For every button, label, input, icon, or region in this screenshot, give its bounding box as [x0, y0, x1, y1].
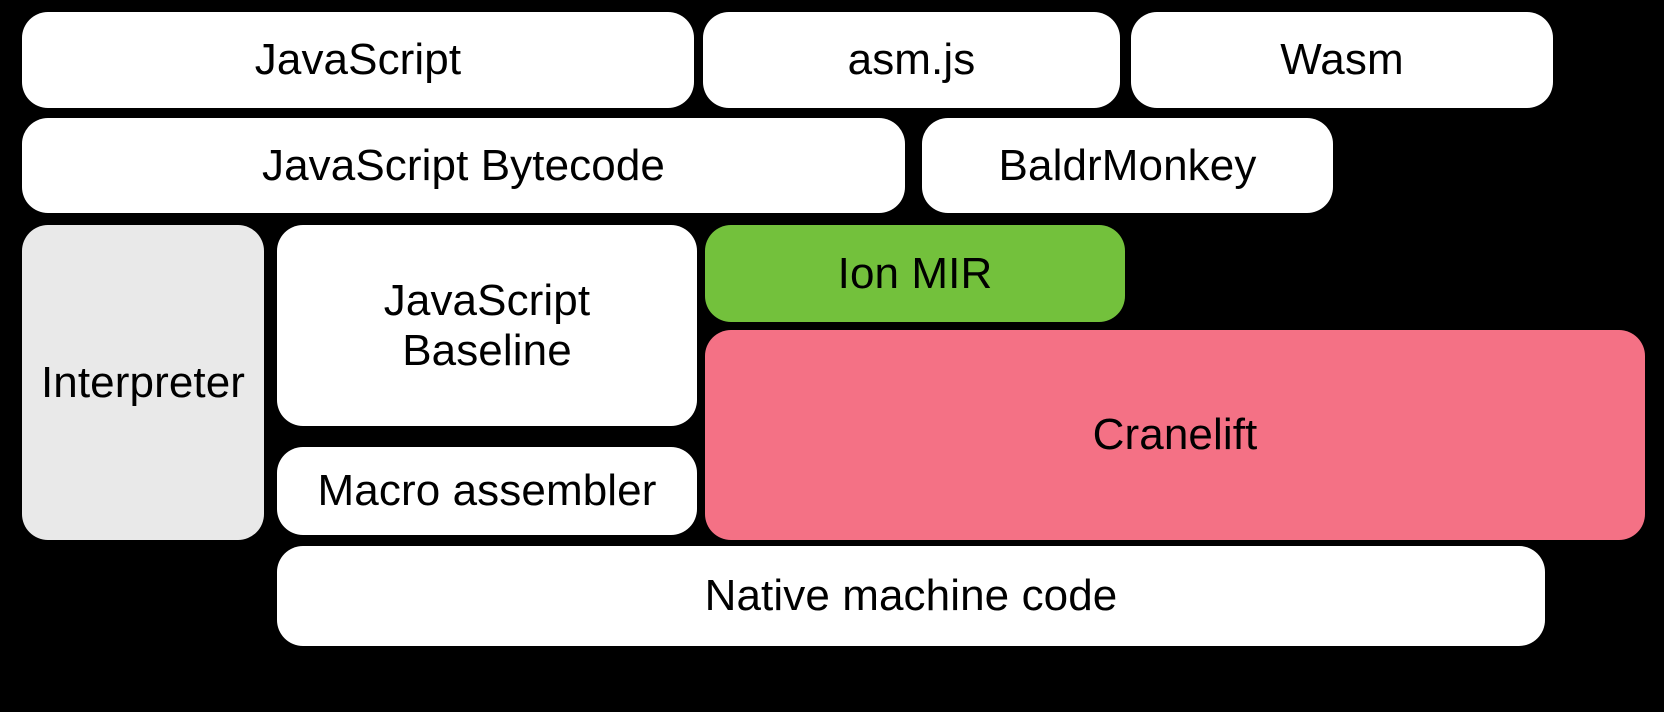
box-interpreter: Interpreter — [22, 225, 264, 540]
box-javascript-baseline: JavaScript Baseline — [277, 225, 697, 426]
box-native-machine-code: Native machine code — [277, 546, 1545, 646]
box-javascript: JavaScript — [22, 12, 694, 108]
box-wasm: Wasm — [1131, 12, 1553, 108]
box-asm-js: asm.js — [703, 12, 1120, 108]
box-macro-assembler: Macro assembler — [277, 447, 697, 535]
box-baldrmonkey: BaldrMonkey — [922, 118, 1333, 213]
box-cranelift: Cranelift — [705, 330, 1645, 540]
box-ion-mir: Ion MIR — [705, 225, 1125, 322]
box-javascript-bytecode: JavaScript Bytecode — [22, 118, 905, 213]
